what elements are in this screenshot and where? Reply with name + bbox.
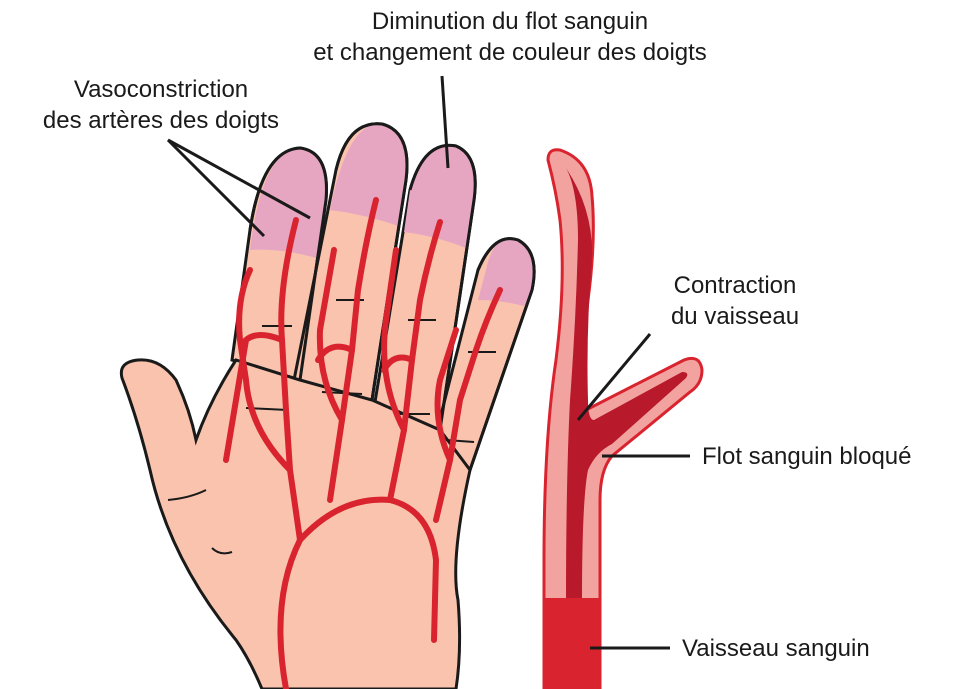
label-contraction-line1: Contraction [640, 270, 830, 301]
vessel-blood [544, 598, 600, 689]
label-diminution: Diminution du flot sanguin et changement… [230, 6, 790, 68]
label-contraction: Contraction du vaisseau [640, 270, 830, 332]
label-vasoconstriction-line1: Vasoconstriction [2, 74, 320, 105]
label-diminution-line1: Diminution du flot sanguin [230, 6, 790, 37]
label-vasoconstriction-line2: des artères des doigts [2, 105, 320, 136]
fingertip-ring [330, 124, 407, 226]
blood-vessel [544, 150, 702, 689]
label-diminution-line2: et changement de couleur des doigts [230, 37, 790, 68]
label-flot-bloque: Flot sanguin bloqué [702, 441, 911, 472]
label-vaisseau: Vaisseau sanguin [682, 633, 870, 664]
label-vasoconstriction: Vasoconstriction des artères des doigts [2, 74, 320, 136]
hand [121, 124, 534, 689]
fingertip-index [478, 239, 534, 306]
callout-vasoconstriction-a [168, 140, 264, 236]
label-contraction-line2: du vaisseau [640, 301, 830, 332]
